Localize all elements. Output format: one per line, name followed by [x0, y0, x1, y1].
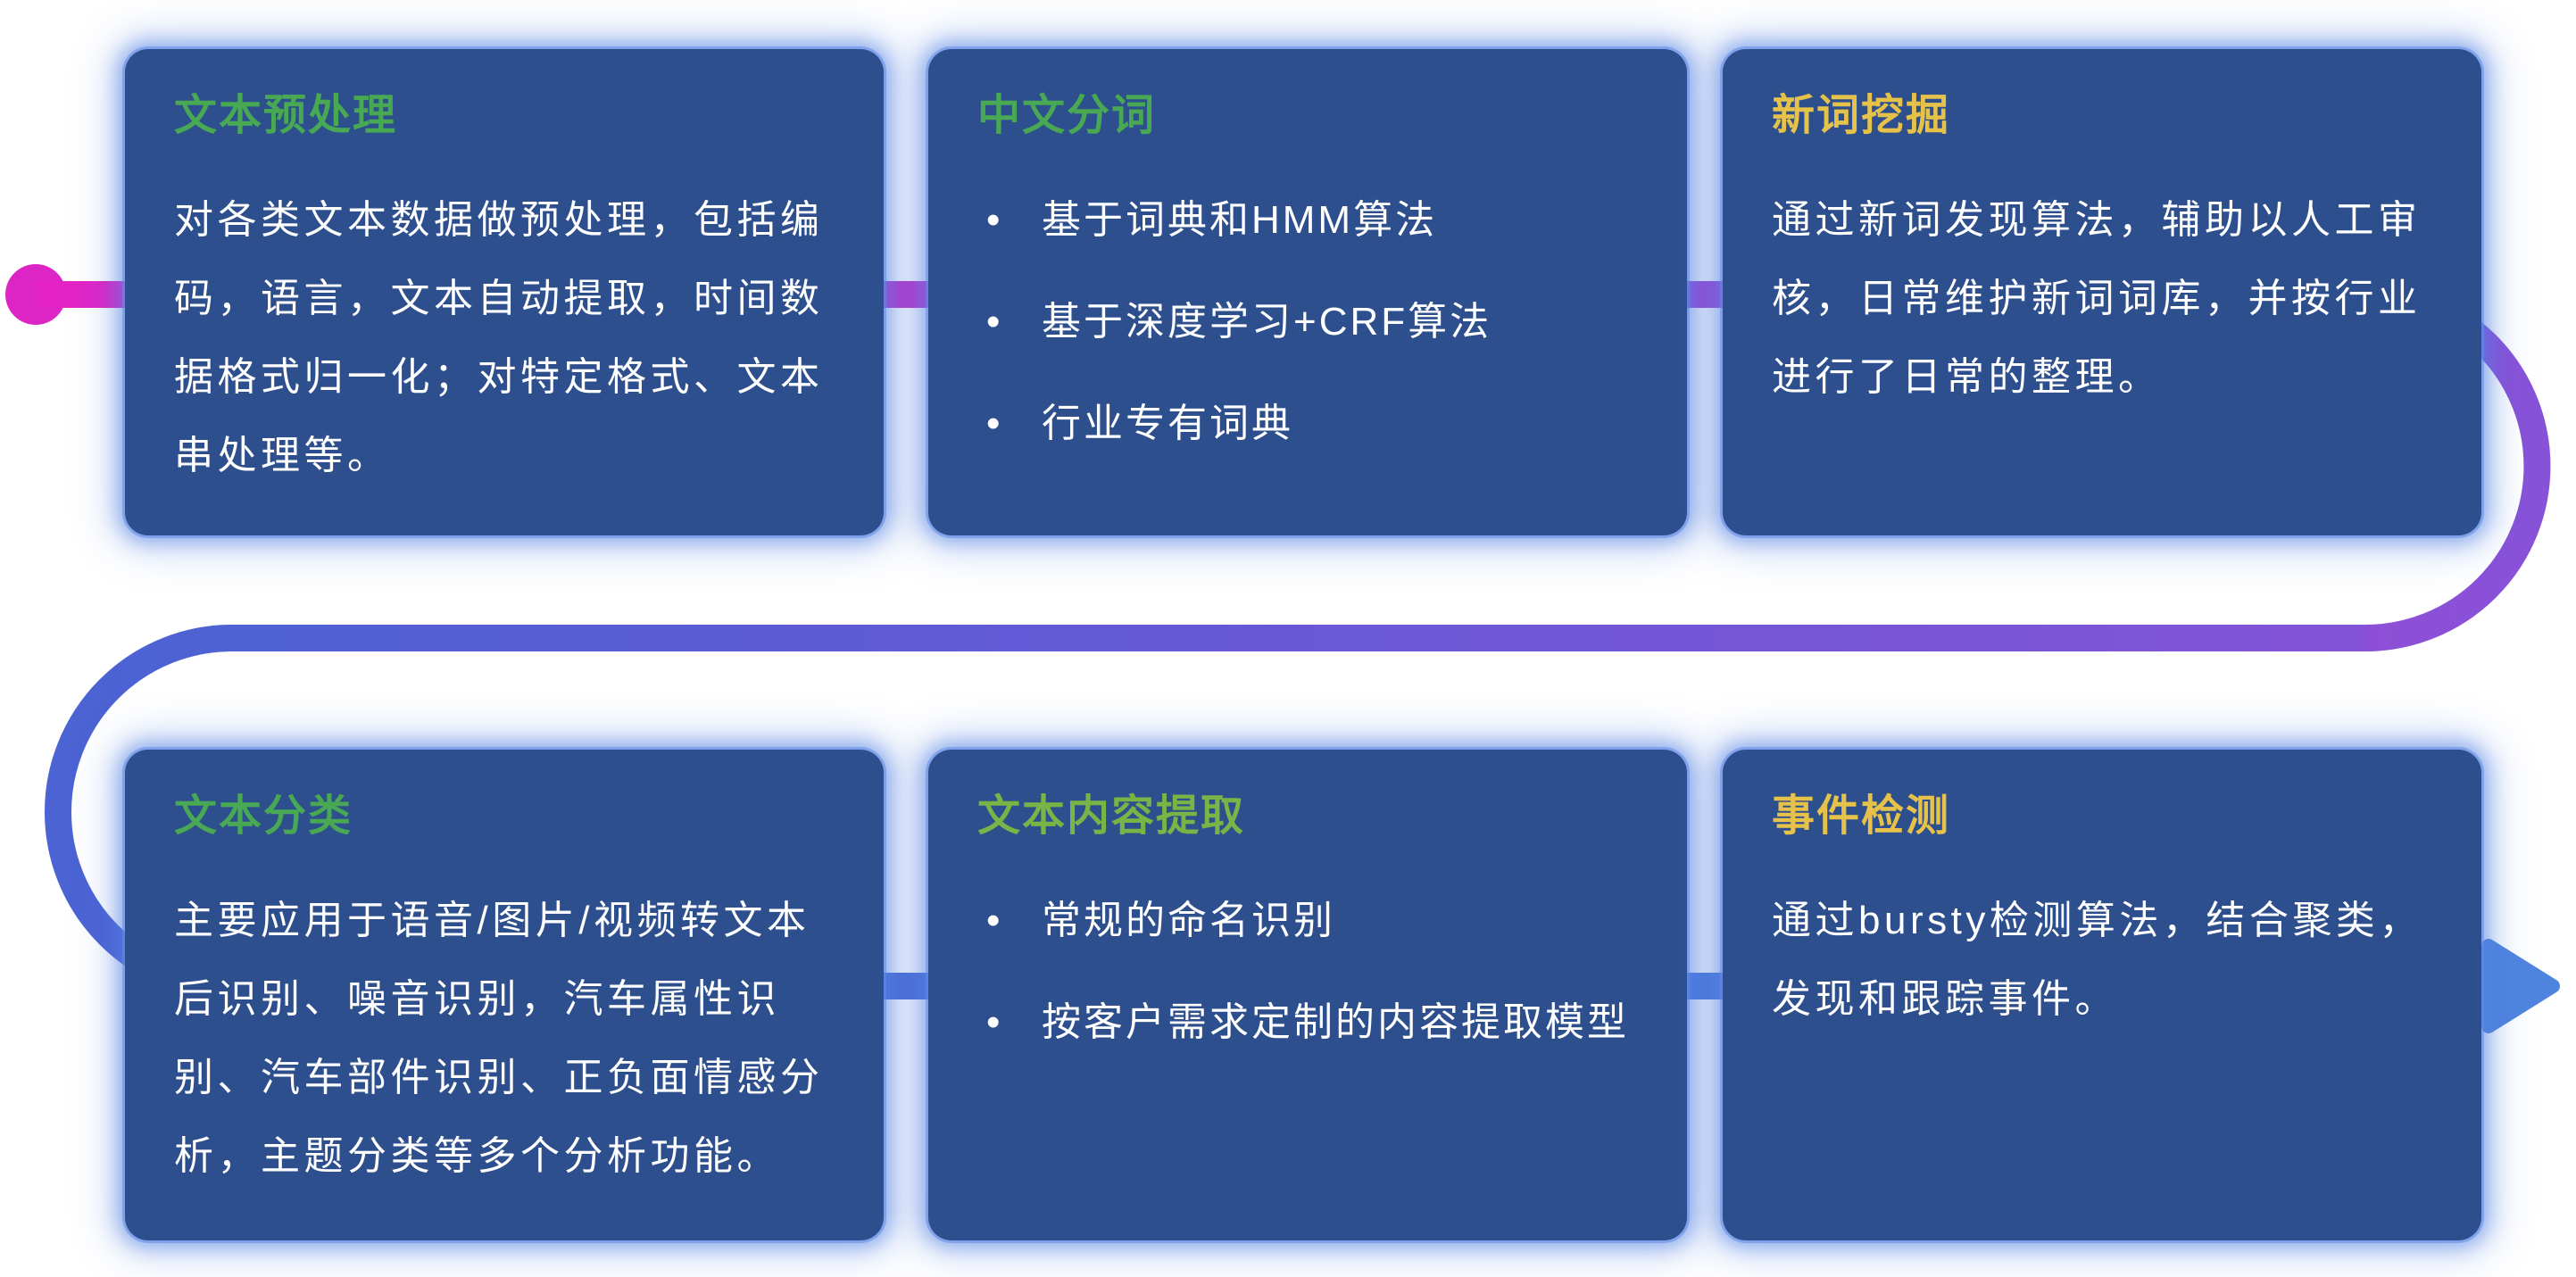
card-text-content-extraction: 文本内容提取 常规的命名识别 按客户需求定制的内容提取模型 [928, 750, 1687, 1240]
card-new-word-mining: 新词挖掘 通过新词发现算法，辅助以人工审核，日常维护新词词库，并按行业进行了日常… [1723, 49, 2481, 535]
card-event-detection: 事件检测 通过bursty检测算法，结合聚类，发现和跟踪事件。 [1723, 750, 2481, 1240]
bullet-item: 基于深度学习+CRF算法 [977, 283, 1638, 361]
card-body: 通过bursty检测算法，结合聚类，发现和跟踪事件。 [1772, 898, 2422, 1021]
card-title: 新词挖掘 [1772, 92, 1951, 139]
card-title: 文本分类 [174, 792, 353, 840]
card-chinese-word-segmentation: 中文分词 基于词典和HMM算法 基于深度学习+CRF算法 行业专有词典 [928, 49, 1687, 535]
flow-end-arrow-icon [2481, 939, 2560, 1033]
card-title: 事件检测 [1772, 792, 1951, 840]
card-body: 对各类文本数据做预处理，包括编码，语言，文本自动提取，时间数据格式归一化；对特定… [174, 197, 824, 477]
bullet-list: 常规的命名识别 按客户需求定制的内容提取模型 [977, 882, 1638, 1062]
card-title: 文本内容提取 [977, 792, 1246, 840]
card-body: 主要应用于语音/图片/视频转文本后识别、噪音识别，汽车属性识别、汽车部件识别、正… [174, 898, 824, 1178]
card-body: 通过新词发现算法，辅助以人工审核，日常维护新词词库，并按行业进行了日常的整理。 [1772, 197, 2422, 399]
bullet-item: 按客户需求定制的内容提取模型 [977, 983, 1638, 1062]
card-text-preprocessing: 文本预处理 对各类文本数据做预处理，包括编码，语言，文本自动提取，时间数据格式归… [125, 49, 884, 535]
bullet-item: 行业专有词典 [977, 385, 1638, 463]
bullet-item: 基于词典和HMM算法 [977, 181, 1638, 260]
card-text-classification: 文本分类 主要应用于语音/图片/视频转文本后识别、噪音识别，汽车属性识别、汽车部… [125, 750, 884, 1240]
bullet-list: 基于词典和HMM算法 基于深度学习+CRF算法 行业专有词典 [977, 181, 1638, 463]
bullet-item: 常规的命名识别 [977, 882, 1638, 960]
card-title: 中文分词 [977, 92, 1157, 139]
card-title: 文本预处理 [174, 92, 398, 139]
